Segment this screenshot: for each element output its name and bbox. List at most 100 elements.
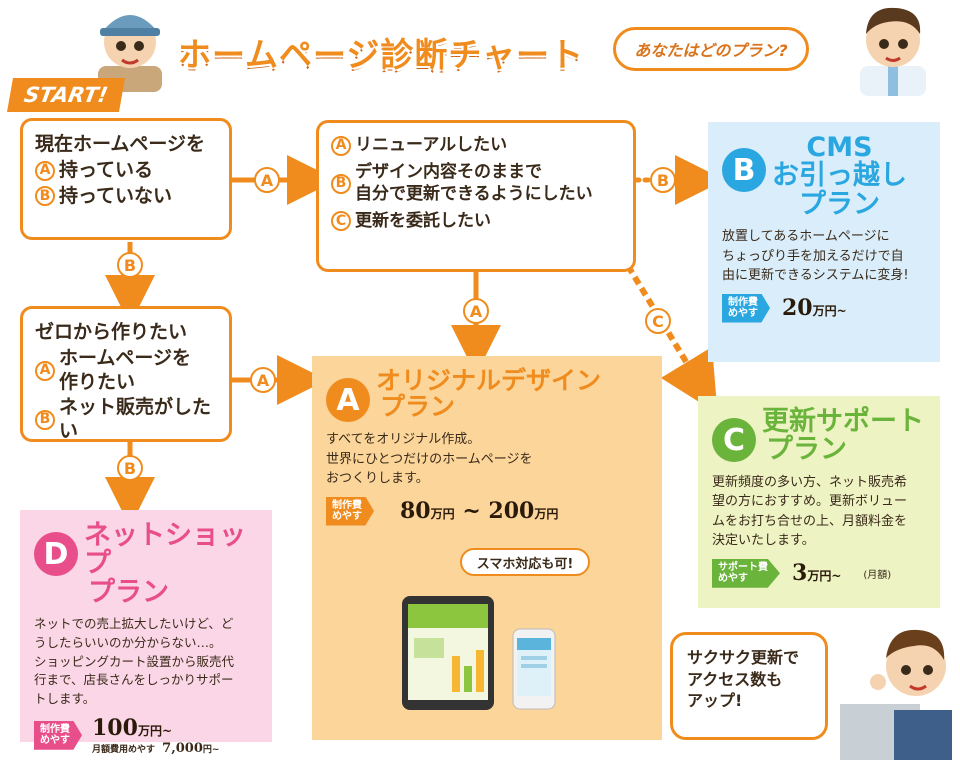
option-text: 更新を委託したい <box>355 210 491 231</box>
price-unit-max: 万円 <box>534 507 559 521</box>
monthly-unit: 円~ <box>202 744 220 755</box>
q3-title: ゼロから作りたい <box>35 321 217 345</box>
desc-line: 行まで、店長さんをしっかりサポー <box>34 672 234 688</box>
fee-label: サポート費めやす <box>712 558 780 588</box>
plan-c-fee: サポート費めやす 3万円~ (月額) <box>712 558 926 588</box>
plan-c-letter: C <box>712 418 756 462</box>
fee-label-line1: 制作費 <box>332 499 362 511</box>
option-text: 持っていない <box>59 184 173 207</box>
desc-line: ショッピングカート設置から販売代 <box>34 653 235 669</box>
desc-line: 由に更新できるシステムに変身! <box>722 268 909 284</box>
desc-line: 放置してあるホームページに <box>722 229 890 245</box>
plan-d-title-line1: ネットショップ <box>84 520 246 580</box>
plan-b-description: 放置してあるホームページに ちょっぴり手を加えるだけで自 由に更新できるシステム… <box>722 227 926 286</box>
fee-label-line1: サポート費 <box>718 561 768 573</box>
plan-c-header: C 更新サポート プラン <box>712 406 926 465</box>
price-unit: 万円~ <box>812 304 847 319</box>
plan-c-price: 3万円~ <box>792 560 841 586</box>
desc-line: 決定いたします。 <box>712 533 815 549</box>
plan-c-title-line1: 更新サポート <box>762 406 924 437</box>
plan-d-card: D ネットショップ プラン ネットでの売上拡大したいけど、ど うしたらいいのか分… <box>20 510 272 756</box>
option-text: デザイン内容そのままで <box>355 162 542 183</box>
plan-c-monthly-note: (月額) <box>863 569 892 581</box>
speech-line: サクサク更新で <box>687 648 800 667</box>
start-text: START! <box>22 83 110 107</box>
price-unit: 万円~ <box>807 569 842 584</box>
plan-d-price: 100万円~ <box>92 715 219 741</box>
price-value: 3 <box>792 560 808 587</box>
monthly-price: 7,000 <box>162 740 203 756</box>
price-value-max: 200 <box>488 498 535 524</box>
option-text: ネット販売がしたい <box>59 396 212 442</box>
q1-title-text: 現在ホームページを <box>35 133 206 155</box>
fee-label: 制作費めやす <box>34 720 82 750</box>
option-text: 持っている <box>59 158 154 181</box>
plan-c-card: C 更新サポート プラン 更新頻度の多い方、ネット販売希 望の方におすすめ。更新… <box>698 396 940 608</box>
plan-b-title-line2: お引っ越し <box>772 160 907 192</box>
fee-label-line2: めやす <box>718 573 748 585</box>
fee-label: 制作費めやす <box>326 496 374 526</box>
price-unit: 万円 <box>430 507 455 521</box>
price-unit: 万円~ <box>137 723 172 738</box>
desc-line: トします。 <box>34 691 96 707</box>
desc-line: ムをお打ち合せの上、月額料金を <box>712 513 908 529</box>
plan-d-header: D ネットショップ プラン <box>34 520 258 607</box>
desc-line: おつくりします。 <box>326 471 429 486</box>
fee-label-line2: めやす <box>40 735 70 747</box>
plan-b-card: B CMS お引っ越し プラン 放置してあるホームページに ちょっぴり手を加える… <box>708 122 940 362</box>
option-letter: A <box>35 160 55 181</box>
plan-a-title-line1: オリジナルデザイン <box>376 366 602 395</box>
desc-line: 望の方におすすめ。更新ボリュー <box>712 494 908 510</box>
start-label: START! <box>7 78 125 112</box>
option-letter: A <box>331 135 351 156</box>
arrow-tag-q2-planb: B <box>650 167 676 193</box>
fee-label-line1: 制作費 <box>40 723 70 735</box>
plan-b-letter: B <box>722 148 766 192</box>
plan-b-title-line3: プラン <box>799 188 880 220</box>
plan-d-price-group: 100万円~ 月額費用めやす 7,000円~ <box>92 715 219 756</box>
speech-bubble: サクサク更新で アクセス数も アップ! <box>670 632 828 740</box>
plan-b-header: B CMS お引っ越し プラン <box>722 132 926 220</box>
desc-line: うしたらいいのか分からない…。 <box>34 634 222 650</box>
phone-illustration <box>512 628 556 710</box>
price-value: 100 <box>92 714 138 741</box>
arrow-tag-q2-plana: A <box>463 298 489 324</box>
plan-d-letter: D <box>34 532 78 576</box>
plan-a-header: A オリジナルデザイン プラン <box>326 366 648 422</box>
arrow-tag-q2-planc: C <box>645 308 671 334</box>
plan-a-title-line2: プラン <box>380 392 456 422</box>
desc-line: 更新頻度の多い方、ネット販売希 <box>712 474 908 490</box>
plan-a-price: 80万円 ~ 200万円 <box>400 498 558 524</box>
plan-b-title-line1: CMS <box>806 132 873 163</box>
plan-a-fee: 制作費めやす 80万円 ~ 200万円 <box>326 496 648 526</box>
fee-label-line2: めやす <box>728 308 758 320</box>
plan-a-letter: A <box>326 378 370 422</box>
plan-b-price: 20万円~ <box>782 295 847 321</box>
fee-label: 制作費めやす <box>722 293 770 323</box>
desc-line: ちょっぴり手を加えるだけで自 <box>722 248 904 264</box>
price-value: 80 <box>400 498 431 524</box>
desc-line: 世界にひとつだけのホームページを <box>326 451 533 467</box>
option-letter: A <box>35 360 55 381</box>
option-text: ホームページを <box>59 346 192 369</box>
option-text-line2: 作りたい <box>59 370 136 393</box>
q1-title: 現在ホームページを <box>35 133 217 157</box>
plan-d-description: ネットでの売上拡大したいけど、ど うしたらいいのか分からない…。 ショッピングカ… <box>34 615 258 709</box>
plan-b-fee: 制作費めやす 20万円~ <box>722 293 926 323</box>
option-letter: B <box>331 173 351 194</box>
mobile-support-bubble: スマホ対応も可! <box>460 548 590 576</box>
plan-b-title: CMS お引っ越し プラン <box>772 132 907 220</box>
fee-label-line1: 制作費 <box>728 296 758 308</box>
arrow-tag-q1-q3: B <box>117 252 143 278</box>
worker-mascot <box>88 0 172 92</box>
monthly-label: 月額費用めやす <box>92 744 156 755</box>
speech-line: アクセス数も <box>687 669 783 689</box>
